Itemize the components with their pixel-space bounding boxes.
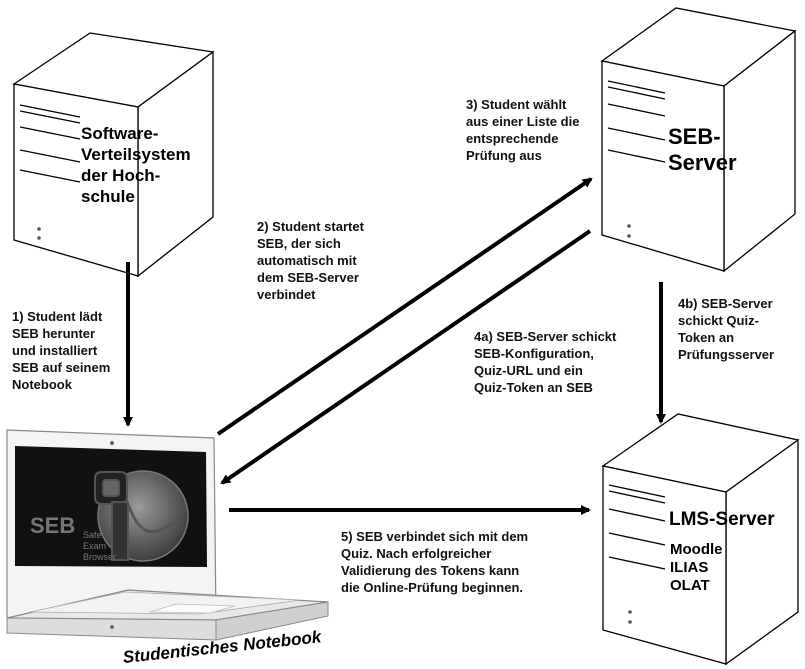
student-notebook (6, 429, 329, 641)
step-4b-label: 4b) SEB-Server schickt Quiz- Token an Pr… (678, 296, 775, 362)
step-5-label: 5) SEB verbindet sich mit dem Quiz. Nach… (341, 529, 529, 595)
lms-server-tower (601, 413, 800, 666)
software-server-title: Software- Verteilsystem der Hoch- schule (81, 124, 191, 206)
step-4a-label: 4a) SEB-Server schickt SEB-Konfiguration… (474, 329, 617, 395)
key-icon (94, 471, 129, 561)
step-2-label: 2) Student startet SEB, der sich automat… (257, 219, 364, 302)
lms-server-title: LMS-Server (669, 509, 775, 530)
arrow-step-2 (216, 177, 593, 436)
seb-brand-text: SEB (30, 513, 76, 538)
step-3-label: 3) Student wählt aus einer Liste die ent… (466, 97, 580, 163)
software-server-tower (12, 32, 215, 278)
lms-systems-list: Moodle ILIAS OLAT (670, 541, 723, 594)
step-1-label: 1) Student lädt SEB herunter und install… (12, 309, 111, 392)
seb-server-tower (600, 7, 797, 273)
arrows (123, 177, 666, 515)
seb-subtitle-text: Safe Exam Browser (83, 530, 117, 562)
arrow-step-4a (220, 229, 592, 485)
seb-server-title: SEB- Server (668, 124, 737, 175)
